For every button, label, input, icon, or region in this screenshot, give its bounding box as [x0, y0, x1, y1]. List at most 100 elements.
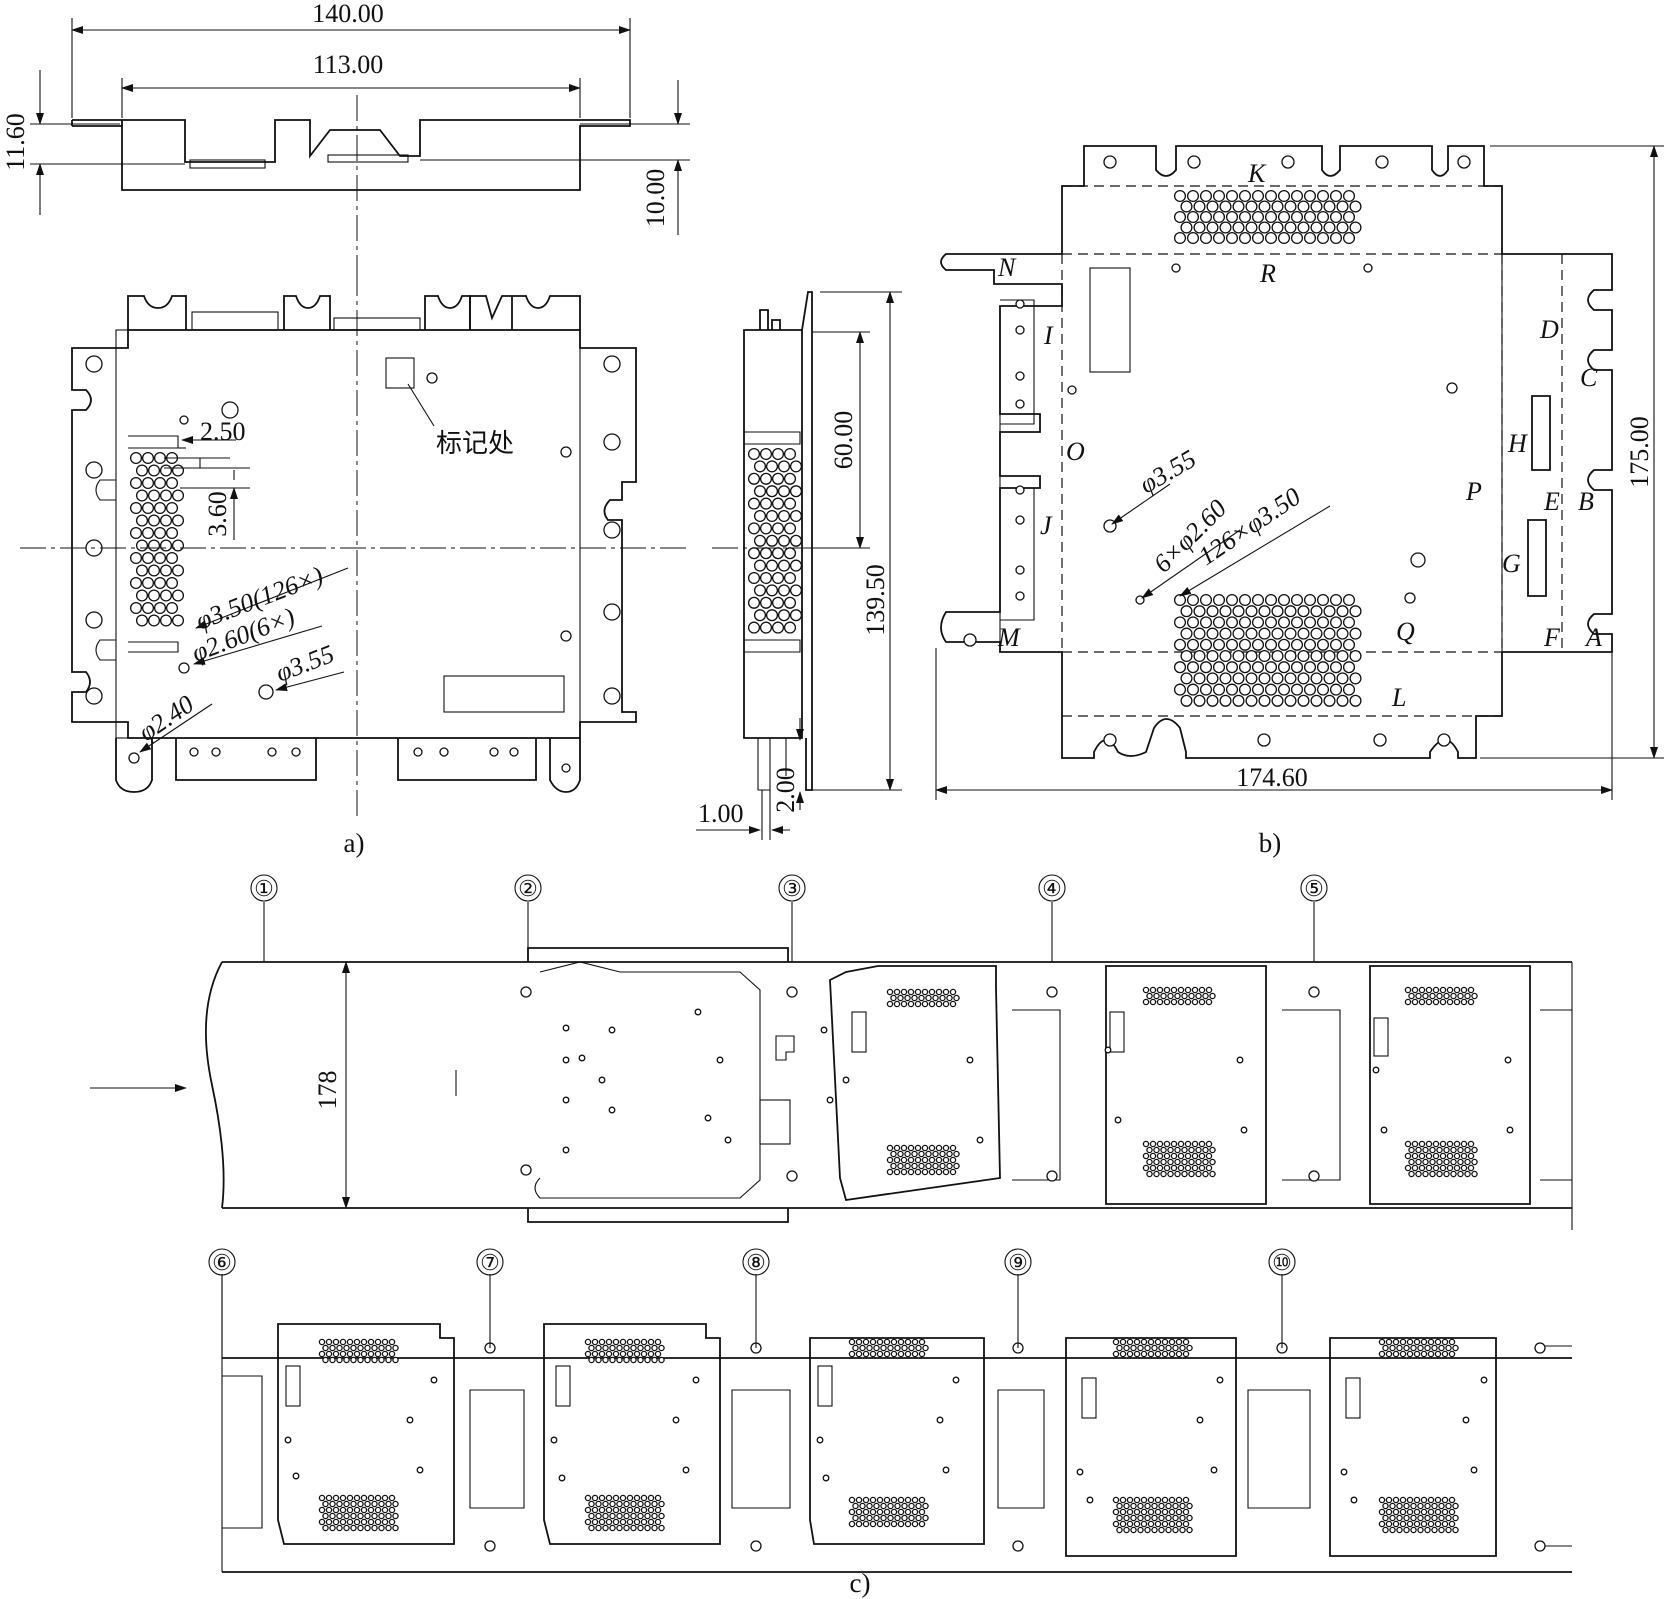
strip-vent-hole	[371, 1500, 378, 1508]
vent-hole	[1342, 661, 1356, 674]
strip-vent-hole	[1429, 1158, 1436, 1166]
strip-vent-hole	[1420, 1338, 1428, 1346]
strip-vent-hole	[1137, 1526, 1144, 1534]
strip-vent-hole	[1439, 1152, 1447, 1160]
dim-60-00: 60.00	[829, 411, 858, 470]
vent-hole	[789, 584, 803, 597]
strip-vent-hole	[602, 1356, 609, 1364]
vent-hole	[1303, 189, 1317, 203]
vent-hole	[1173, 683, 1187, 696]
strip-vent-hole	[873, 1344, 880, 1352]
strip-vent-hole	[915, 1344, 922, 1352]
vent-top-b	[1173, 189, 1362, 245]
strip-vent-hole	[914, 1168, 922, 1176]
strip-vent-hole	[654, 1518, 662, 1526]
strip-vent-hole	[1188, 1170, 1195, 1178]
strip-vent-hole	[647, 1350, 655, 1358]
strip-vent-hole	[922, 1344, 929, 1352]
strip-vent-hole	[911, 1162, 918, 1170]
vent-hole	[1238, 661, 1252, 674]
vent-hole	[789, 609, 803, 622]
strip-vent-hole	[1177, 1140, 1185, 1148]
vent-hole	[1316, 231, 1330, 245]
strip-vent-hole	[1396, 1514, 1403, 1522]
vent-hole	[1342, 210, 1356, 224]
strip-vent-hole	[1436, 1170, 1443, 1178]
strip-vent-hole	[1425, 986, 1433, 994]
strip-vent-hole	[626, 1350, 634, 1358]
strip-vent-hole	[897, 1508, 905, 1516]
vent-hole	[153, 451, 167, 465]
vent-hole	[1271, 221, 1284, 234]
strip-vent-hole	[651, 1512, 658, 1520]
strip-vent-hole	[1184, 986, 1192, 994]
strip-small-hole	[558, 1474, 566, 1482]
strip-vent-hole	[893, 988, 901, 996]
strip-vent-hole	[1467, 1140, 1475, 1148]
strip-vent-hole	[939, 1162, 946, 1170]
view-c-strip-row2	[221, 1274, 1572, 1573]
strip-small-hole	[1504, 1056, 1512, 1064]
strip-vent-hole	[939, 994, 946, 1002]
strip-vent-hole	[862, 1350, 870, 1358]
dim-139-50: 139.50	[861, 564, 890, 636]
strip-small-holes-row1	[562, 1008, 1514, 1154]
strip-vent-hole	[325, 1338, 333, 1346]
strip-vent-hole	[1378, 1520, 1386, 1528]
strip-small-hole	[608, 1106, 616, 1114]
zone-label: L	[1391, 683, 1406, 712]
strip-vent-hole	[374, 1506, 382, 1514]
strip-vent-hole	[336, 1500, 343, 1508]
vent-hole	[789, 509, 803, 523]
strip-vent-hole	[388, 1338, 396, 1346]
strip-vent-hole	[605, 1338, 613, 1346]
strip-vent-hole	[876, 1338, 884, 1346]
strip-vent-hole	[1417, 1344, 1424, 1352]
vent-hole	[1277, 616, 1291, 629]
vent-hole	[1206, 221, 1219, 234]
vent-hole	[753, 485, 767, 498]
strip-vent-hole	[942, 1156, 950, 1164]
strip-vent-hole	[1123, 1502, 1130, 1510]
vent-hole	[1258, 200, 1271, 213]
strip-vent-hole	[367, 1518, 375, 1526]
vent-hole	[165, 601, 179, 615]
strip-vent-hole	[1177, 998, 1185, 1006]
zone-label: R	[1259, 259, 1276, 288]
strip-vent-hole	[1149, 1152, 1157, 1160]
strip-vent-hole	[595, 1512, 602, 1520]
vent-hole	[789, 559, 803, 572]
strip-small-hole	[1470, 1466, 1478, 1474]
strip-vent-hole	[1471, 1158, 1478, 1166]
vent-hole	[1349, 221, 1362, 234]
vent-hole	[1173, 593, 1187, 607]
strip-vent-hole	[1123, 1344, 1130, 1352]
strip-vent-hole	[1385, 1520, 1393, 1528]
strip-vent-hole	[318, 1518, 326, 1526]
station-label: ⑤	[1304, 876, 1324, 901]
strip-small-hole	[284, 1436, 292, 1444]
strip-vent-hole	[616, 1356, 623, 1364]
vent-hole	[1284, 672, 1297, 685]
strip-vent-hole	[1158, 1526, 1165, 1534]
strip-vent-hole	[1446, 1152, 1454, 1160]
strip-vent-hole	[1175, 1508, 1183, 1516]
strip-vent-hole	[953, 1162, 960, 1170]
strip-vent-hole	[883, 1508, 891, 1516]
strip-vent-hole	[658, 1512, 665, 1520]
strip-vent-hole	[1382, 1344, 1389, 1352]
strip-vent-hole	[644, 1356, 651, 1364]
strip-vent-hole	[325, 1494, 333, 1502]
strip-vent-hole	[1417, 1502, 1424, 1510]
strip-vent-hole	[1202, 1170, 1209, 1178]
strip-small-hole	[842, 1076, 850, 1084]
strip-vent-hole	[1413, 1350, 1421, 1358]
vent-hole	[771, 571, 785, 585]
strip-vent-hole	[1205, 1152, 1213, 1160]
vent-hole	[1323, 649, 1336, 663]
station-label: ⑨	[1008, 1250, 1028, 1275]
strip-vent-hole	[915, 1514, 922, 1522]
strip-vent-hole	[1181, 1146, 1188, 1154]
vent-hole	[789, 460, 803, 473]
vent-hole	[765, 609, 779, 622]
